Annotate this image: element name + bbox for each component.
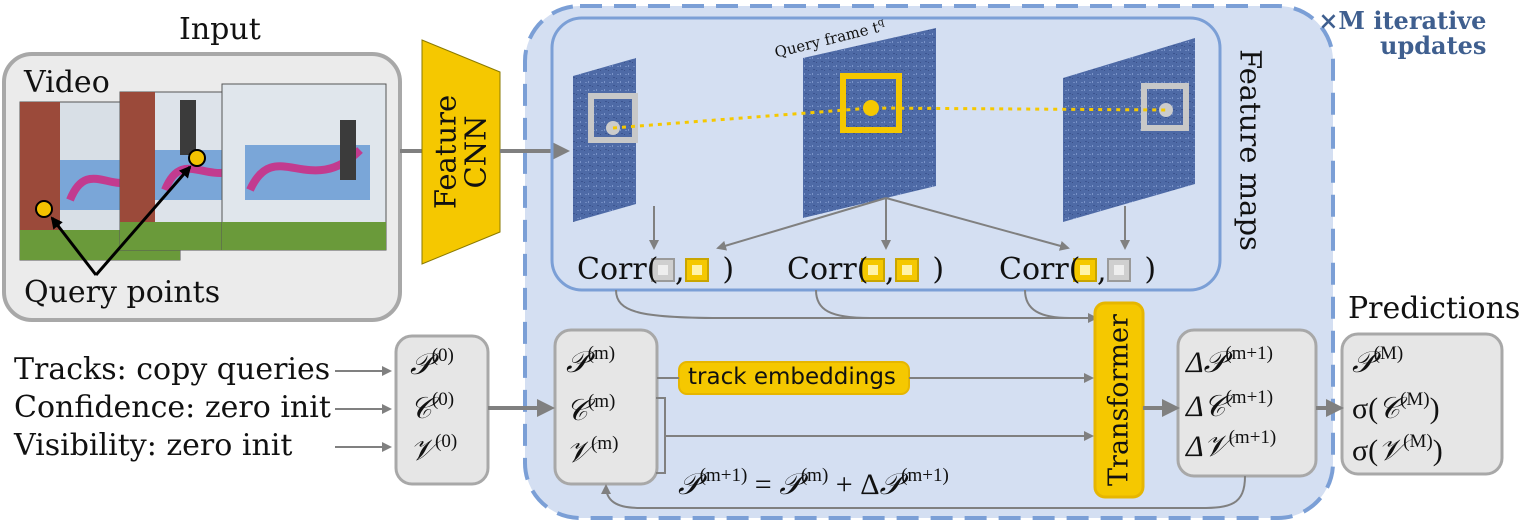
confidence-input-label: Confidence: zero init — [14, 390, 331, 425]
track-point-3 — [1159, 103, 1173, 117]
corr-label-3: Corr() — [999, 252, 1157, 287]
delta-c: Δ𝒞(m+1) — [1186, 387, 1274, 423]
delta-v: Δ𝒱(m+1) — [1186, 427, 1277, 463]
feature-map-2-query — [803, 28, 936, 218]
corr-label-2: Corr() — [787, 252, 945, 287]
delta-p: Δ𝒫(m+1) — [1186, 343, 1273, 379]
input-title: Input — [179, 12, 261, 47]
track-embeddings-label: track embeddings — [688, 364, 896, 390]
pred-c: σ(𝒞(M)) — [1352, 389, 1440, 425]
corr-label-1: Corr() — [577, 252, 735, 287]
init-p: 𝒫(0) — [410, 345, 454, 381]
init-c: 𝒞(0) — [410, 389, 455, 425]
tracks-input-label: Tracks: copy queries — [14, 352, 331, 387]
predictions-title: Predictions — [1348, 291, 1521, 326]
corr-patches — [651, 258, 1131, 282]
video-frames — [19, 83, 387, 261]
transformer-block — [1093, 301, 1145, 499]
feature-maps-label: Feature maps — [1233, 49, 1268, 251]
update-equation: 𝒫(m+1) = 𝒫(m) + Δ𝒫(m+1) — [678, 465, 949, 501]
feature-maps-box — [550, 16, 1222, 292]
visibility-input-label: Visibility: zero init — [14, 428, 293, 463]
pred-p: 𝒫(M) — [1352, 343, 1404, 379]
video-label: Video — [24, 65, 110, 100]
patch-gray-1 — [588, 93, 638, 143]
feature-cnn-label: Feature CNN — [428, 94, 493, 210]
query-point-1 — [35, 200, 53, 218]
query-point-2 — [188, 149, 206, 167]
transformer-label: Transformer — [1103, 314, 1135, 486]
state-box — [553, 328, 659, 486]
query-arrow-1 — [50, 216, 98, 276]
state-v: 𝒱(m) — [566, 433, 619, 469]
patch-gray-3 — [1141, 83, 1189, 131]
track-point-query — [863, 100, 879, 116]
feedback-arrow — [601, 475, 1246, 509]
state-p: 𝒫(m) — [566, 343, 616, 379]
init-v: 𝒱(0) — [410, 431, 458, 467]
patch-yellow-query — [840, 73, 902, 133]
feature-cnn-block — [421, 39, 501, 265]
iterative-updates-note: ×M iterative updates — [1318, 6, 1487, 61]
pred-v: σ(𝒱(M)) — [1352, 431, 1443, 467]
query-points-label: Query points — [24, 275, 221, 310]
state-c: 𝒞(m) — [566, 391, 616, 427]
query-arrow-2 — [94, 165, 192, 276]
